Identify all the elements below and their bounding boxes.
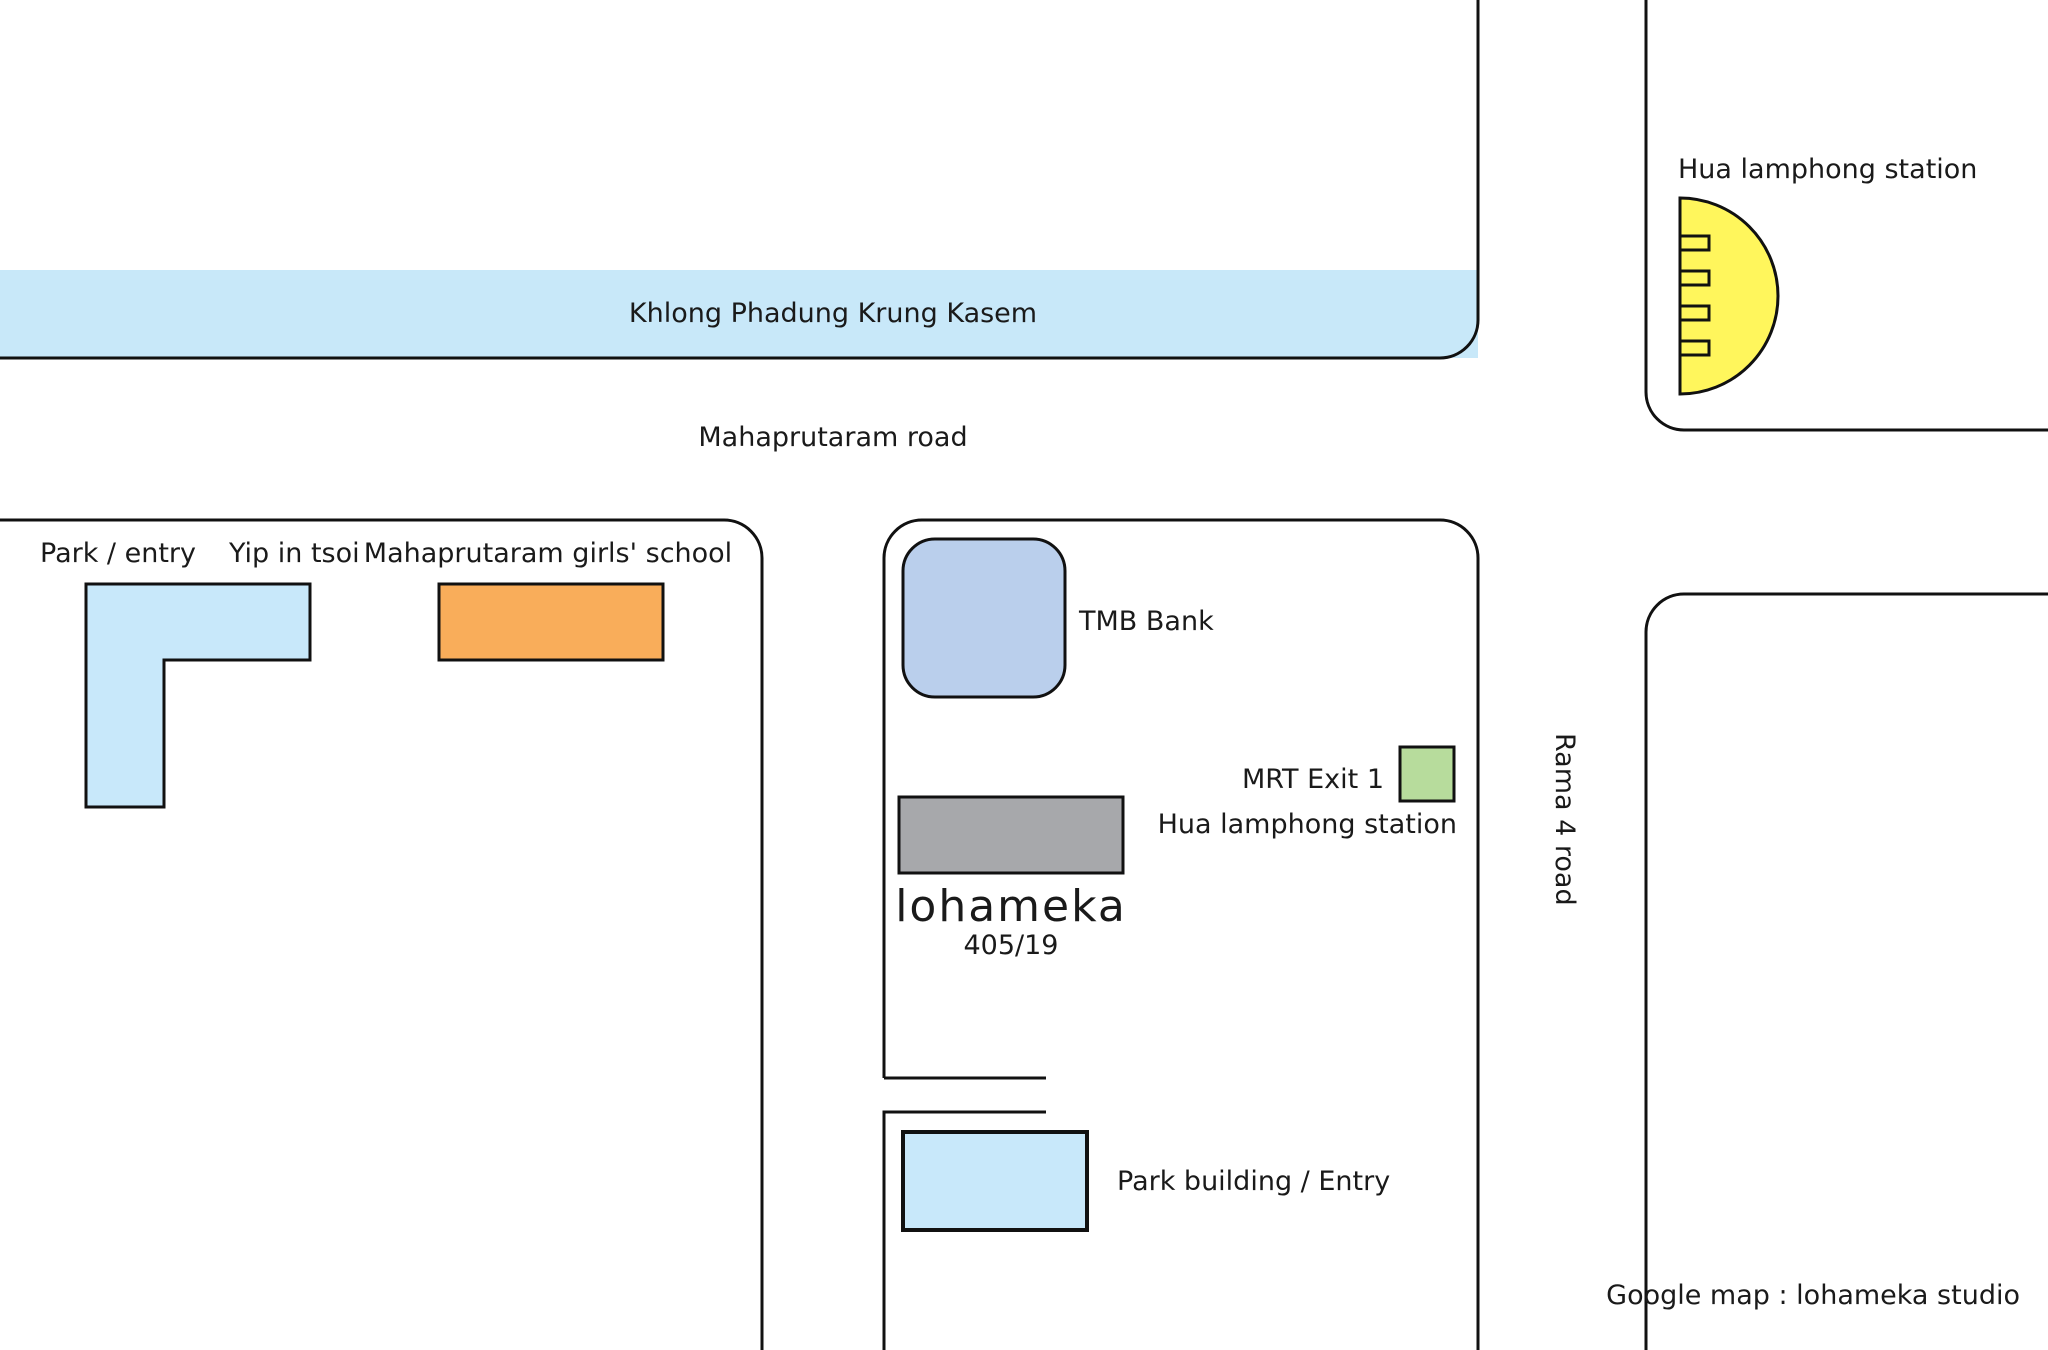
mrt-exit-marker <box>1398 745 1456 803</box>
middle-block-outline-bottom <box>882 1110 1046 1350</box>
right-block-outline <box>1644 592 2048 1350</box>
yip-in-tsoi-label: Yip in tsoi <box>228 538 360 569</box>
lohameka-logo: lohameka <box>895 881 1127 932</box>
left-block: Park / entry Yip in tsoi Mahaprutaram gi… <box>0 518 764 1350</box>
canal-block-outline <box>0 0 1480 360</box>
station-platforms <box>1680 234 1711 357</box>
left-block-outline <box>0 518 764 1350</box>
school-label: Mahaprutaram girls' school <box>364 538 732 569</box>
tmb-bank-building <box>901 537 1067 699</box>
canal-water <box>0 270 1478 358</box>
park-entry-shape <box>84 582 312 809</box>
middle-block: TMB Bank MRT Exit 1 Hua lamphong station… <box>882 518 1480 1350</box>
park-building <box>901 1130 1089 1232</box>
tmb-bank-label: TMB Bank <box>1078 606 1214 637</box>
right-block: Google map : lohameka studio <box>1606 592 2048 1350</box>
mahaprutaram-road-label: Mahaprutaram road <box>698 422 967 453</box>
canal-label: Khlong Phadung Krung Kasem <box>629 298 1037 329</box>
lohameka-building <box>897 795 1125 875</box>
station-block: Hua lamphong station <box>1644 0 2048 432</box>
park-building-label: Park building / Entry <box>1117 1166 1390 1197</box>
hua-lamphong-station-label: Hua lamphong station <box>1678 154 1977 185</box>
park-entry-label: Park / entry <box>40 538 196 569</box>
mrt-station-label: Hua lamphong station <box>1158 809 1457 840</box>
middle-block-outline-top <box>882 518 1480 1350</box>
canal-corner-fill <box>1440 270 1478 358</box>
school-building <box>437 582 665 662</box>
lohameka-address: 405/19 <box>964 930 1059 961</box>
station-block-outline <box>1644 0 2048 432</box>
station-icon <box>1678 196 1780 396</box>
rama4-road-label: Rama 4 road <box>1549 733 1580 906</box>
mrt-exit-label: MRT Exit 1 <box>1242 764 1384 795</box>
map-credit: Google map : lohameka studio <box>1606 1280 2020 1311</box>
canal-block: Khlong Phadung Krung Kasem <box>0 0 1480 360</box>
